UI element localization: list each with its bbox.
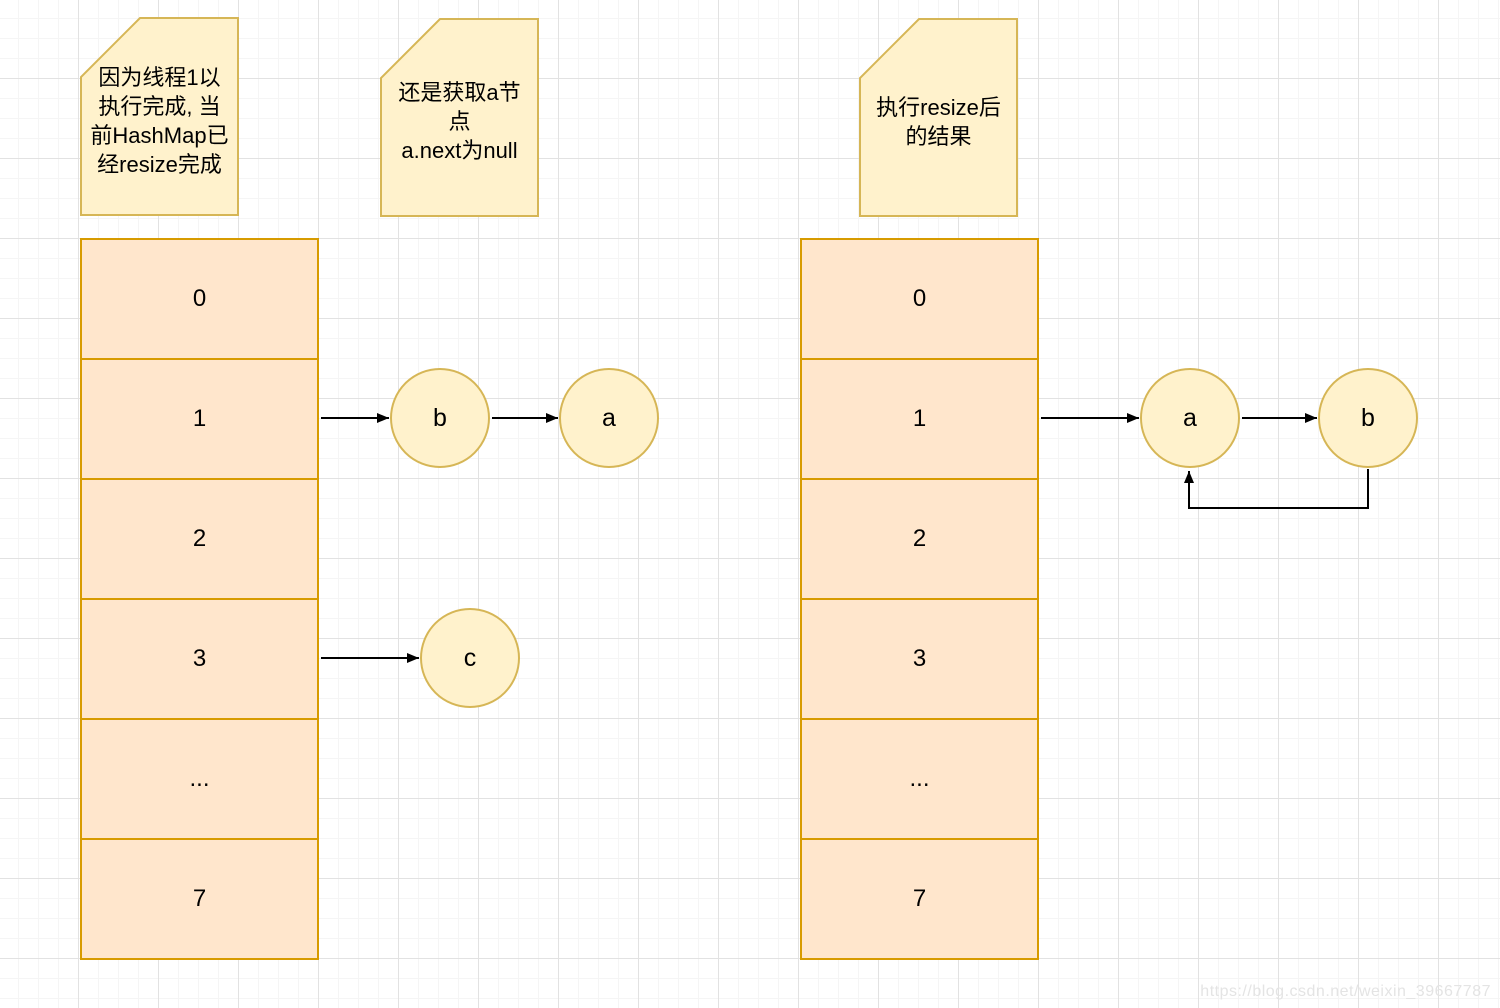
note-shape xyxy=(80,17,239,216)
bucket-3: 3 xyxy=(80,598,319,720)
note-text: 还是获取a节 点 a.next为null xyxy=(398,80,521,163)
note-resize-result: 执行resize后 的结果 xyxy=(859,18,1018,217)
hashmap-buckets-before: 0 1 2 3 ... 7 xyxy=(80,238,319,960)
bucket-0: 0 xyxy=(80,238,319,360)
bucket-7: 7 xyxy=(80,838,319,960)
note-thread1-resize-done: 因为线程1以 执行完成, 当 前HashMap已 经resize完成 xyxy=(80,17,239,216)
node-a-before: a xyxy=(559,368,659,468)
note-text: 因为线程1以 执行完成, 当 前HashMap已 经resize完成 xyxy=(90,64,229,177)
bucket-2: 2 xyxy=(800,478,1039,600)
bucket-0: 0 xyxy=(800,238,1039,360)
node-c-before: c xyxy=(420,608,520,708)
bucket-7: 7 xyxy=(800,838,1039,960)
bucket-3: 3 xyxy=(800,598,1039,720)
note-shape xyxy=(859,18,1018,217)
bucket-2: 2 xyxy=(80,478,319,600)
note-text: 执行resize后 的结果 xyxy=(876,94,1001,149)
watermark: https://blog.csdn.net/weixin_39667787 xyxy=(1200,983,1491,1000)
bucket-ellipsis: ... xyxy=(80,718,319,840)
note-shape xyxy=(380,18,539,217)
node-b-after: b xyxy=(1318,368,1418,468)
node-b-before: b xyxy=(390,368,490,468)
note-get-node-a: 还是获取a节 点 a.next为null xyxy=(380,18,539,217)
bucket-1: 1 xyxy=(80,358,319,480)
edge-b-back-to-a xyxy=(1184,469,1369,509)
hashmap-buckets-after: 0 1 2 3 ... 7 xyxy=(800,238,1039,960)
bucket-1: 1 xyxy=(800,358,1039,480)
node-a-after: a xyxy=(1140,368,1240,468)
bucket-ellipsis: ... xyxy=(800,718,1039,840)
